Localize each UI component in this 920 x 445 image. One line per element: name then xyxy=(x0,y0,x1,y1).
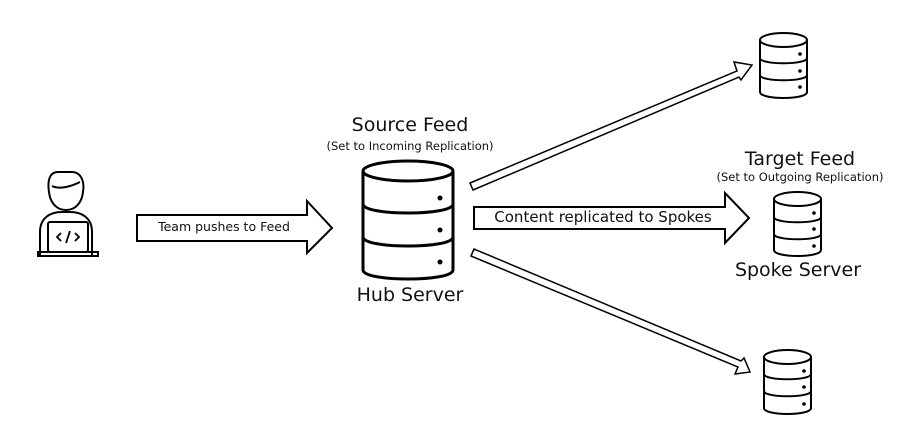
spoke-server-bottom-database-icon xyxy=(763,349,812,415)
spoke-server-top-database-icon xyxy=(759,32,808,99)
replicate-arrow xyxy=(473,190,751,246)
hub-title: Source Feed xyxy=(351,114,469,136)
hub-server-database-icon xyxy=(361,159,455,281)
spoke-server-database-icon xyxy=(773,191,822,257)
push-arrow xyxy=(136,198,334,256)
replicate-arrow-label: Content replicated to Spokes xyxy=(494,208,712,226)
spoke-server-label: Spoke Server xyxy=(734,259,862,281)
replication-arrow-up xyxy=(469,61,754,191)
spoke-subtitle: (Set to Outgoing Replication) xyxy=(716,170,884,184)
hub-subtitle: (Set to Incoming Replication) xyxy=(326,139,494,153)
spoke-title: Target Feed xyxy=(744,148,856,170)
developer-laptop-icon xyxy=(37,171,99,257)
replication-arrow-down xyxy=(470,248,752,375)
push-arrow-label: Team pushes to Feed xyxy=(158,219,290,234)
hub-server-label: Hub Server xyxy=(356,284,464,306)
